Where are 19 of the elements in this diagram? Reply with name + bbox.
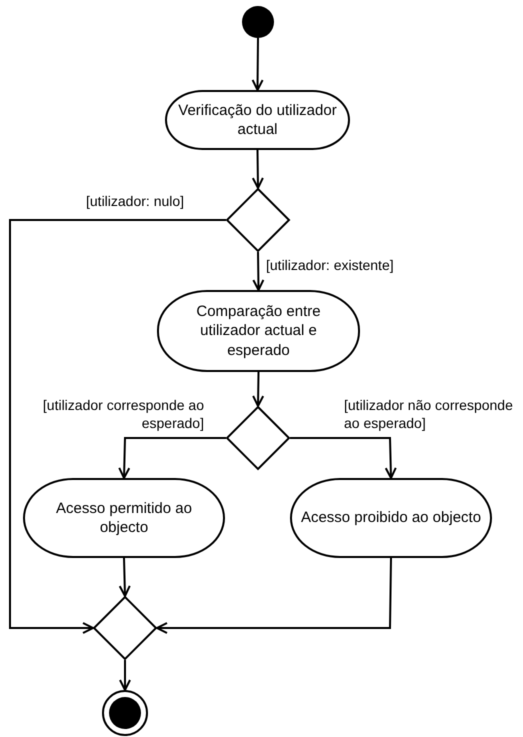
activity-label: Acesso proibido ao objecto <box>300 508 482 528</box>
arrow <box>252 150 264 189</box>
arrow <box>252 372 264 407</box>
activity-label: Comparação entre utilizador actual e esperado <box>195 302 322 360</box>
arrow <box>252 38 264 91</box>
arrow <box>290 437 397 479</box>
arrow <box>118 437 226 479</box>
arrow <box>118 558 131 597</box>
arrow <box>252 252 264 291</box>
end-node <box>102 690 148 736</box>
activity-label: Acesso permitido ao objecto <box>55 498 193 538</box>
arrow <box>9 219 226 634</box>
decision-diamond <box>226 406 290 470</box>
start-node <box>242 6 274 38</box>
decision-diamond <box>93 596 157 660</box>
arrow <box>119 660 131 691</box>
decision-diamond <box>226 188 290 252</box>
activity-label: Verificação do utilizador actual <box>177 100 338 140</box>
arrow <box>156 558 392 634</box>
